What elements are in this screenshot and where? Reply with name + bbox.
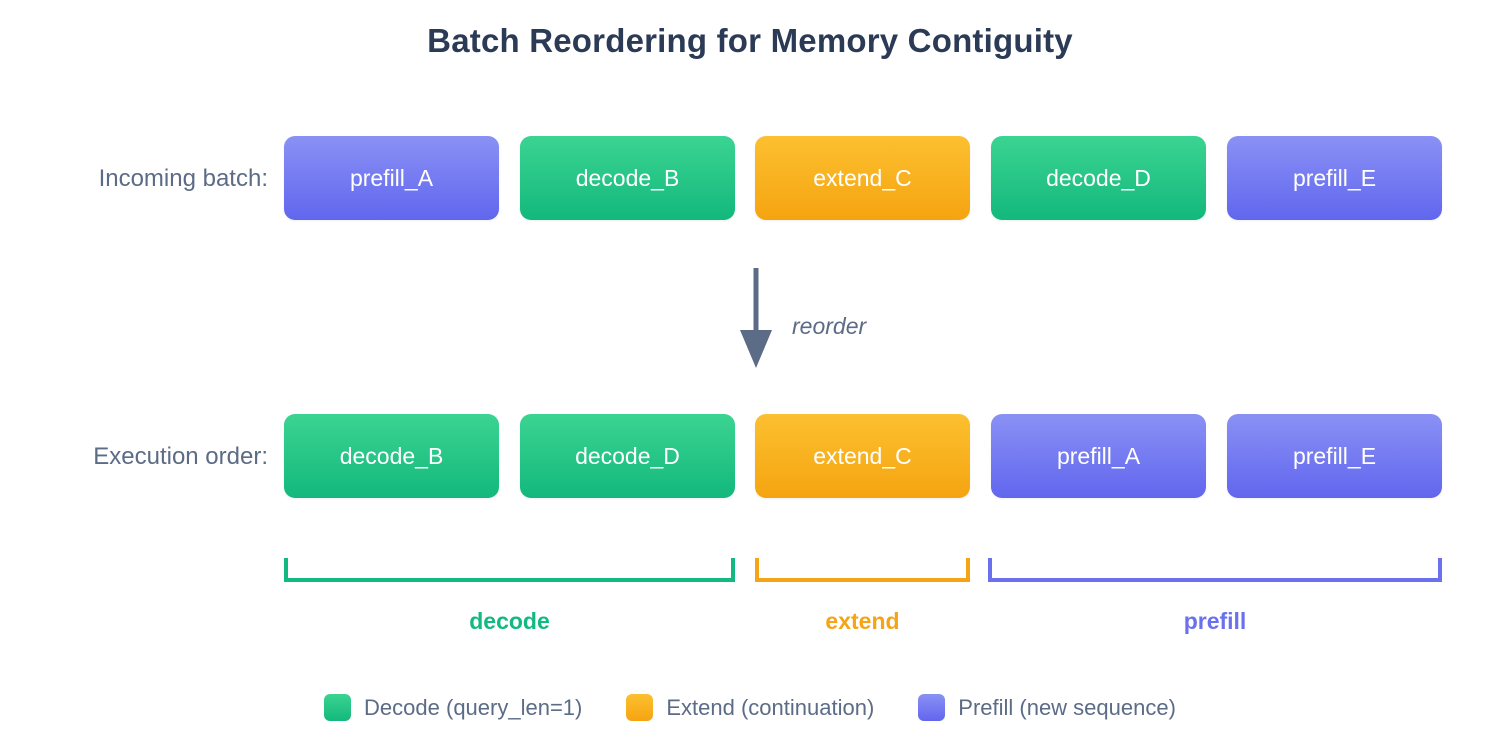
group-bracket-extend (755, 558, 970, 582)
incoming-item-prefill-e[interactable]: prefill_E (1227, 136, 1442, 220)
incoming-item-prefill-a[interactable]: prefill_A (284, 136, 499, 220)
group-bracket-prefill (988, 558, 1442, 582)
box-label: extend_C (813, 164, 912, 191)
incoming-batch-label: Incoming batch: (98, 165, 268, 192)
execution-item-decode-b[interactable]: decode_B (284, 414, 499, 498)
execution-item-extend-c[interactable]: extend_C (755, 414, 970, 498)
group-bracket-decode (284, 558, 735, 582)
legend-swatch-extend-icon (626, 694, 654, 721)
box-label: decode_B (339, 442, 444, 469)
box-label: extend_C (813, 442, 912, 469)
legend-label-extend: Extend (continuation) (666, 694, 875, 720)
legend-item-prefill: Prefill (new sequence) (918, 694, 1176, 721)
execution-item-decode-d[interactable]: decode_D (520, 414, 735, 498)
box-label: prefill_A (1056, 442, 1141, 469)
legend-label-prefill: Prefill (new sequence) (958, 694, 1176, 720)
group-label-extend: extend (825, 608, 900, 634)
incoming-item-decode-b[interactable]: decode_B (520, 136, 735, 220)
legend-item-decode: Decode (query_len=1) (324, 694, 582, 721)
incoming-item-decode-d[interactable]: decode_D (991, 136, 1206, 220)
execution-item-prefill-a[interactable]: prefill_A (991, 414, 1206, 498)
box-label: decode_D (1046, 164, 1151, 191)
page-title: Batch Reordering for Memory Contiguity (427, 22, 1073, 59)
box-label: prefill_E (1292, 442, 1377, 469)
group-label-prefill: prefill (1183, 608, 1247, 634)
incoming-item-extend-c[interactable]: extend_C (755, 136, 970, 220)
execution-order-label: Execution order: (93, 443, 268, 470)
arrow-down-icon (718, 268, 794, 372)
reorder-label: reorder (792, 313, 867, 339)
execution-item-prefill-e[interactable]: prefill_E (1227, 414, 1442, 498)
box-label: prefill_E (1292, 164, 1377, 191)
legend-swatch-decode-icon (324, 694, 352, 721)
legend-swatch-prefill-icon (918, 694, 946, 721)
box-label: prefill_A (349, 164, 434, 191)
group-label-decode: decode (469, 608, 550, 634)
legend-label-decode: Decode (query_len=1) (364, 694, 583, 720)
box-label: decode_D (575, 442, 680, 469)
legend: Decode (query_len=1) Extend (continuatio… (0, 694, 1500, 721)
legend-item-extend: Extend (continuation) (626, 694, 874, 721)
box-label: decode_B (575, 164, 680, 191)
